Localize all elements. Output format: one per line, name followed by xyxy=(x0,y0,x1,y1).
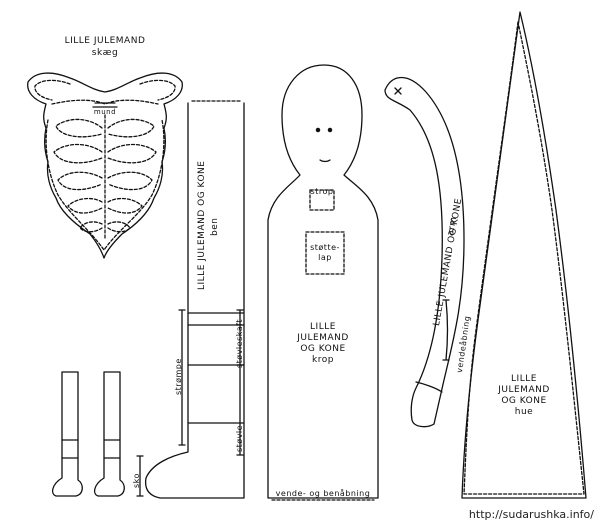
leg-subtitle: ben xyxy=(210,217,220,236)
leg-shoe-label: sko xyxy=(132,473,141,488)
leg-stocking-top-label: støvleskaft xyxy=(235,319,244,368)
leg-piece xyxy=(144,100,245,499)
arm-piece xyxy=(384,76,465,428)
body-text-1: LILLE xyxy=(310,322,336,332)
body-opening-label: vende- og benåbning xyxy=(275,489,371,498)
small-legs xyxy=(51,371,144,497)
body-text-3: OG KONE xyxy=(300,344,346,354)
body-patch-label-2: lap xyxy=(318,253,332,262)
body-text-2: JULEMAND xyxy=(297,333,349,343)
body-text-4: krop xyxy=(312,355,334,365)
body-piece xyxy=(267,64,379,501)
beard-mouth-label: mund xyxy=(93,108,117,116)
leg-boot-label: støvle xyxy=(235,424,244,452)
body-patch-label-1: støtte- xyxy=(310,243,340,252)
hat-piece xyxy=(461,11,587,499)
hat-text-3: OG KONE xyxy=(501,396,547,406)
watermark-link[interactable]: http://sudarushka.info/ xyxy=(468,508,594,521)
body-strap-label: strop xyxy=(310,187,334,196)
leg-title: LILLE JULEMAND OG KONE xyxy=(197,160,207,290)
hat-text-4: hue xyxy=(514,407,534,417)
beard-title: LILLE JULEMAND xyxy=(64,36,146,46)
hat-text-1: LILLE xyxy=(511,374,537,384)
hat-text-2: JULEMAND xyxy=(498,385,550,395)
beard-subtitle: skæg xyxy=(91,48,119,58)
leg-stocking-label: strømpe xyxy=(174,358,183,395)
beard-piece xyxy=(27,72,183,259)
